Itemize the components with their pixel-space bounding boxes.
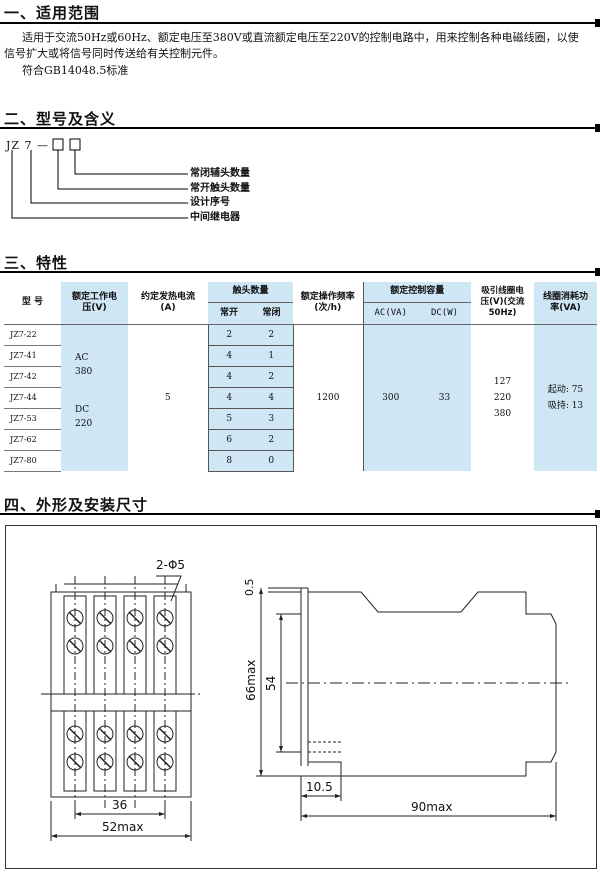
label-no-contacts: 常开触头数量 <box>190 183 250 194</box>
power-start: 起动: 75 <box>547 384 584 395</box>
nc-cell: 4 <box>250 387 294 409</box>
dim-05-label: 0.5 <box>243 578 256 597</box>
model-cell: JZ7-53 <box>4 408 61 430</box>
header-contacts: 触头数量 <box>208 282 293 303</box>
table-row: JZ7-53 5 3 <box>4 408 597 430</box>
spec-table: 型 号 额定工作电压(V) 约定发热电流(A) 触头数量 额定操作频率(次/h)… <box>4 282 597 472</box>
dim-holes-label: 2-Φ5 <box>156 558 186 572</box>
voltage-dc-label: DC <box>75 404 90 415</box>
dimension-drawing: 2-Φ5 36 52max 0.5 66max 54 10.5 90max <box>5 525 597 869</box>
model-code-lines <box>11 138 188 219</box>
rated-voltage-cell: AC 380 DC 220 <box>61 324 128 471</box>
header-ac: AC(VA) <box>363 302 418 325</box>
coil-power-cell: 起动: 75 吸持: 13 <box>534 324 597 471</box>
model-cell: JZ7-62 <box>4 429 61 451</box>
section-divider <box>0 510 600 518</box>
header-coil-voltage: 吸引线圈电压(V)(交流50Hz) <box>471 282 534 325</box>
voltage-dc-value: 220 <box>75 418 93 429</box>
model-cell: JZ7-44 <box>4 387 61 409</box>
nc-cell: 0 <box>250 450 294 472</box>
dim-52-label: 52max <box>102 820 144 834</box>
standard-line: 符合GB14048.5标准 <box>22 64 129 77</box>
coil-voltage-value: 220 <box>493 392 512 403</box>
thermal-current-value: 5 <box>164 392 171 403</box>
model-cell: JZ7-41 <box>4 345 61 367</box>
nc-cell: 2 <box>250 429 294 451</box>
header-model: 型 号 <box>4 282 61 325</box>
nc-cell: 1 <box>250 345 294 367</box>
header-frequency: 额定操作频率(次/h) <box>293 282 364 325</box>
nc-cell: 3 <box>250 408 294 430</box>
no-cell: 2 <box>207 324 250 346</box>
model-cell: JZ7-42 <box>4 366 61 388</box>
label-nc-contacts: 常闭辅头数量 <box>190 168 250 179</box>
dim-90-label: 90max <box>411 800 453 814</box>
header-nc: 常闭 <box>250 302 293 325</box>
header-control-capacity: 额定控制容量 <box>363 282 471 303</box>
model-cell: JZ7-80 <box>4 450 61 472</box>
section-title-dimensions: 四、外形及安装尺寸 <box>4 496 149 514</box>
scope-line-1: 适用于交流50Hz或60Hz、额定电压至380V或直流额定电压至220V的控制电… <box>22 31 579 44</box>
no-cell: 5 <box>207 408 250 430</box>
nc-cell: 2 <box>250 366 294 388</box>
section-title-scope: 一、适用范围 <box>4 4 101 22</box>
no-cell: 4 <box>207 387 250 409</box>
section-title-model: 二、型号及含义 <box>4 110 117 128</box>
header-thermal-current: 约定发热电流(A) <box>128 282 208 325</box>
coil-voltage-cell: 127 220 380 <box>471 324 534 471</box>
section-title-characteristics: 三、特性 <box>4 254 69 272</box>
coil-voltage-value: 380 <box>493 408 512 419</box>
section-divider <box>0 268 600 276</box>
frequency-value: 1200 <box>293 324 364 471</box>
label-design-no: 设计序号 <box>190 197 230 208</box>
section-divider <box>0 19 600 27</box>
no-cell: 6 <box>207 429 250 451</box>
model-cell: JZ7-22 <box>4 324 61 346</box>
no-cell: 8 <box>207 450 250 472</box>
model-code-diagram: JZ 7 — 常闭辅头数量 常开触头数量 设计序号 中间继电器 <box>0 130 300 230</box>
nc-cell: 2 <box>250 324 294 346</box>
header-dc: DC(W) <box>418 302 471 325</box>
table-row: JZ7-42 4 2 <box>4 366 597 388</box>
coil-voltage-value: 127 <box>493 376 512 387</box>
ac-capacity-value: 300 <box>363 324 418 471</box>
dim-36-label: 36 <box>112 798 128 812</box>
front-and-side-view <box>41 575 571 841</box>
voltage-ac-value: 380 <box>75 366 93 377</box>
voltage-ac-label: AC <box>75 352 89 363</box>
table-row: JZ7-41 4 1 <box>4 345 597 367</box>
header-coil-power: 线圈消耗功率(VA) <box>534 282 597 325</box>
power-hold: 吸持: 13 <box>547 400 584 411</box>
table-row: JZ7-62 6 2 <box>4 429 597 451</box>
scope-line-2: 信号扩大或将信号同时传送给有关控制元件。 <box>4 47 224 60</box>
no-cell: 4 <box>207 366 250 388</box>
dc-capacity-value: 33 <box>418 324 471 471</box>
label-relay: 中间继电器 <box>190 212 240 223</box>
section-divider <box>0 124 600 132</box>
table-row: JZ7-44 4 4 <box>4 387 597 409</box>
model-code-prefix: JZ 7 — <box>6 139 50 152</box>
header-rated-voltage: 额定工作电压(V) <box>61 282 128 325</box>
dim-54-label: 54 <box>264 675 278 691</box>
dim-66-label: 66max <box>244 659 258 701</box>
no-cell: 4 <box>207 345 250 367</box>
header-no: 常开 <box>208 302 250 325</box>
table-row: JZ7-22 AC 380 DC 220 5 2 2 1200 300 33 1… <box>4 324 597 471</box>
table-row: JZ7-80 8 0 <box>4 450 597 472</box>
dim-105-label: 10.5 <box>306 780 333 794</box>
